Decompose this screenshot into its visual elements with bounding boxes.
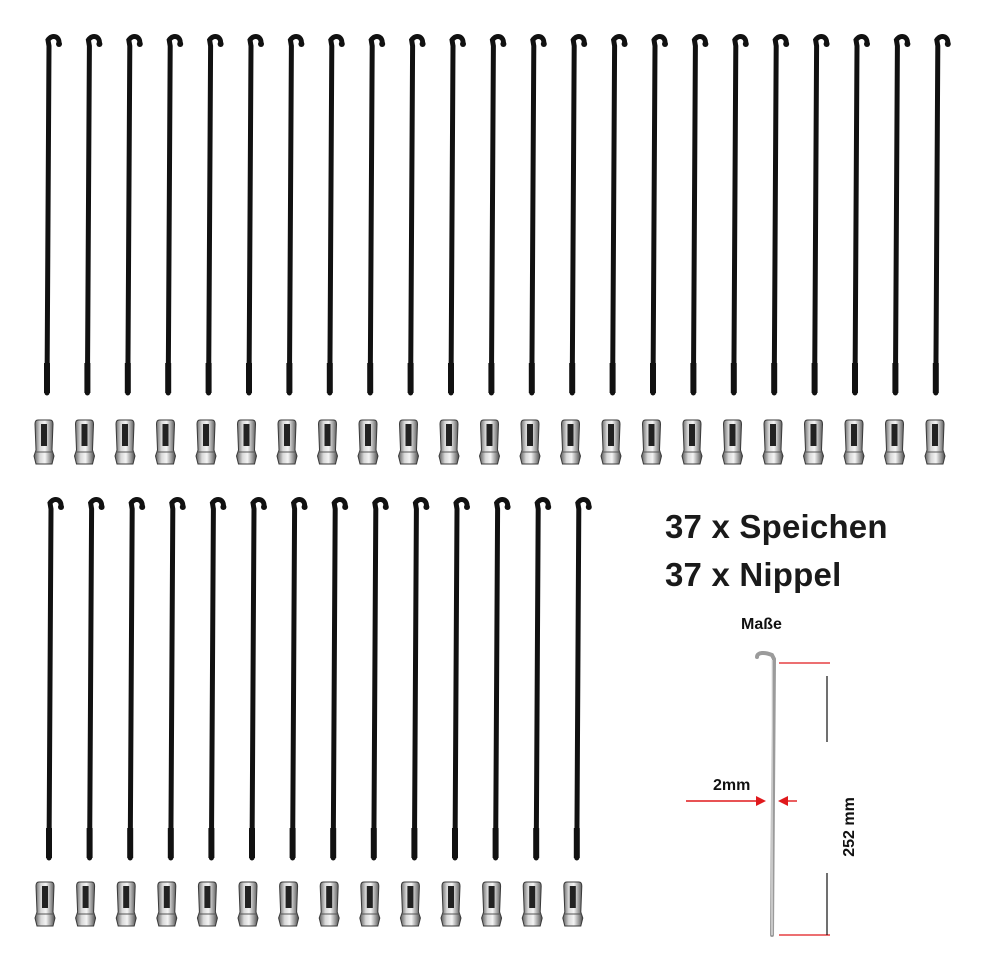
spoke <box>246 34 264 396</box>
spoke <box>892 34 911 396</box>
spoke <box>492 497 511 861</box>
nipple <box>397 419 420 465</box>
nipple <box>114 419 136 465</box>
spoke <box>528 34 547 396</box>
spoke-count-label: 37 x Speichen <box>665 508 888 545</box>
spoke <box>811 34 830 396</box>
nipple <box>196 881 218 927</box>
nipple-count-label: 37 x Nippel <box>665 556 842 593</box>
spoke <box>488 34 507 396</box>
spoke <box>205 34 224 396</box>
width-label: 2mm <box>713 777 751 794</box>
nipple <box>438 419 460 465</box>
spoke <box>650 34 668 396</box>
nipple <box>924 419 946 465</box>
nipple <box>75 881 97 927</box>
spoke <box>690 34 709 396</box>
spoke <box>569 34 588 396</box>
spoke <box>86 497 105 861</box>
spoke <box>609 34 628 396</box>
dimensions-heading: Maße <box>741 616 782 633</box>
spoke <box>124 34 143 396</box>
spokes-row-1 <box>44 34 951 396</box>
spoke <box>370 497 389 861</box>
nipple <box>519 419 541 465</box>
nipple <box>276 419 298 465</box>
nipple <box>237 881 259 927</box>
nipple <box>802 419 825 465</box>
spoke <box>46 497 64 861</box>
nipple <box>478 419 501 465</box>
spoke <box>167 497 186 861</box>
nipple <box>195 419 217 465</box>
spoke <box>165 34 184 396</box>
dimension-spoke <box>755 650 777 937</box>
spoke <box>367 34 386 396</box>
spoke <box>289 497 308 861</box>
nipple <box>278 881 300 927</box>
spoke <box>208 497 227 861</box>
nipples-row-2 <box>34 881 584 927</box>
nipple <box>359 881 381 927</box>
nipple <box>721 419 744 465</box>
nipple <box>399 881 421 927</box>
spoke <box>127 497 146 861</box>
nipple <box>316 419 339 465</box>
spoke <box>84 34 103 396</box>
nipple <box>154 419 177 465</box>
spoke <box>249 497 267 861</box>
spoke <box>932 34 951 396</box>
nipple <box>33 419 55 465</box>
nipple <box>357 419 379 465</box>
spoke <box>573 497 592 861</box>
nipple <box>235 419 258 465</box>
spoke <box>452 497 470 861</box>
nipple <box>681 419 703 465</box>
spoke <box>44 34 62 396</box>
width-arrow-right <box>778 796 788 806</box>
nipple <box>481 881 503 927</box>
nipple <box>34 881 56 927</box>
spoke <box>533 497 552 861</box>
nipple <box>156 881 178 927</box>
spoke <box>411 497 430 861</box>
spoke <box>771 34 790 396</box>
nipple <box>843 419 865 465</box>
nipple <box>600 419 622 465</box>
width-arrow-left <box>756 796 766 806</box>
nipple <box>73 419 96 465</box>
spoke <box>326 34 345 396</box>
nipple <box>562 881 584 927</box>
nipple <box>640 419 663 465</box>
nipple <box>762 419 784 465</box>
length-label: 252 mm <box>840 797 858 857</box>
spoke <box>330 497 349 861</box>
spokes-row-2 <box>46 497 592 861</box>
spoke <box>730 34 749 396</box>
nipple <box>115 881 137 927</box>
nipple <box>440 881 462 927</box>
spoke <box>852 34 870 396</box>
spoke <box>448 34 466 396</box>
spoke <box>286 34 305 396</box>
dimension-diagram <box>686 650 830 937</box>
nipple <box>521 881 543 927</box>
spoke <box>407 34 426 396</box>
nipple <box>318 881 340 927</box>
nipple <box>559 419 582 465</box>
nipples-row-1 <box>33 419 946 465</box>
nipple <box>883 419 906 465</box>
